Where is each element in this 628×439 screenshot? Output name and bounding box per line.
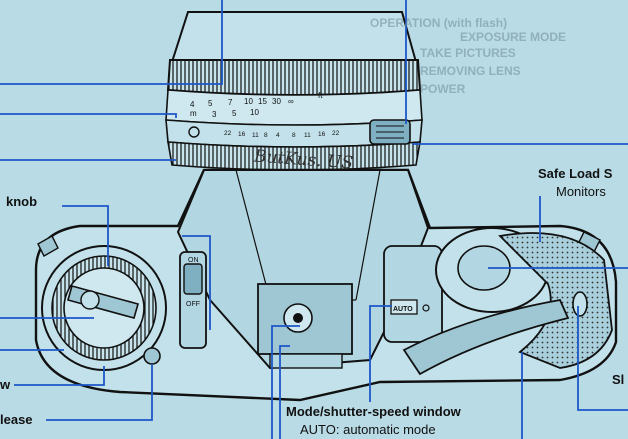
safe-load-subtitle: Monitors [556,184,606,199]
leader-mode-window [369,305,392,402]
leader-left-w [14,366,105,386]
focus-mark: 3 [212,110,217,119]
leader-hot-shoe-a [271,325,300,439]
switch-on-text: ON [188,257,199,264]
leader-rewind-knob [62,205,109,266]
dof-mark: 11 [252,132,259,139]
mode-window-sublabel: AUTO: automatic mode [300,422,436,437]
dof-scale: 22 16 11 8 4 8 11 16 22 [224,130,340,139]
rewind-knob-label: knob [6,194,38,209]
safe-load-title: Safe Load S [538,166,613,181]
focus-ring [166,59,422,96]
switch-off-text: OFF [186,301,200,308]
bleed-text: OPERATION (with flash) [370,16,508,30]
rewind-knob[interactable] [41,245,167,371]
focus-scale-bottom: 3 5 10 m [190,108,259,119]
focus-mark: 5 [232,109,237,118]
lens [165,11,423,171]
focus-mark: ft [318,91,323,100]
dof-mark: 16 [318,131,326,138]
focus-mark: 30 [272,97,281,106]
leader-top-left [0,0,223,85]
focus-scale-top: 4 5 7 10 15 30 ∞ ft [190,91,323,109]
dof-mark: 16 [238,131,246,138]
bleed-text: TAKE PICTURES [420,46,516,60]
hot-shoe [257,283,353,369]
focus-mark: 5 [208,99,213,108]
leader-aperture [0,113,177,118]
focus-mark: 7 [228,98,233,107]
rewind-release-button[interactable] [143,347,161,365]
focus-mark: 4 [190,100,195,109]
dof-mark: 8 [292,132,296,139]
leader-shutter [577,306,628,411]
leader-hot-shoe-b [279,345,290,439]
dof-mark: 8 [264,132,268,139]
mode-window [390,299,418,315]
power-switch[interactable] [179,251,207,349]
right-s-label: Sl [612,372,625,387]
shutter-button[interactable] [572,291,588,317]
focus-mark: 10 [250,108,259,117]
film-advance-lever[interactable] [402,298,570,376]
auto-badge: AUTO [393,306,413,313]
mode-window-label: Mode/shutter-speed window [286,404,461,419]
bleed-text: POWER [420,82,466,96]
mode-window-panel [383,245,443,343]
leader-power-vertical [182,235,211,330]
release-label: lease [0,412,33,427]
dof-mark: 22 [224,130,232,137]
focus-mark: ∞ [288,97,294,106]
bleed-text: REMOVING LENS [420,64,521,78]
focus-mark: 10 [244,97,253,106]
left-strap-lug [37,235,59,257]
focus-mark: 15 [258,97,267,106]
focus-mark: m [190,109,197,118]
left-w-label: w [0,377,11,392]
dof-mark: 11 [304,132,311,139]
leader-release [46,364,153,421]
bleed-text: EXPOSURE MODE [460,30,567,44]
dof-mark: 4 [276,132,280,139]
dof-mark: 22 [332,130,340,137]
